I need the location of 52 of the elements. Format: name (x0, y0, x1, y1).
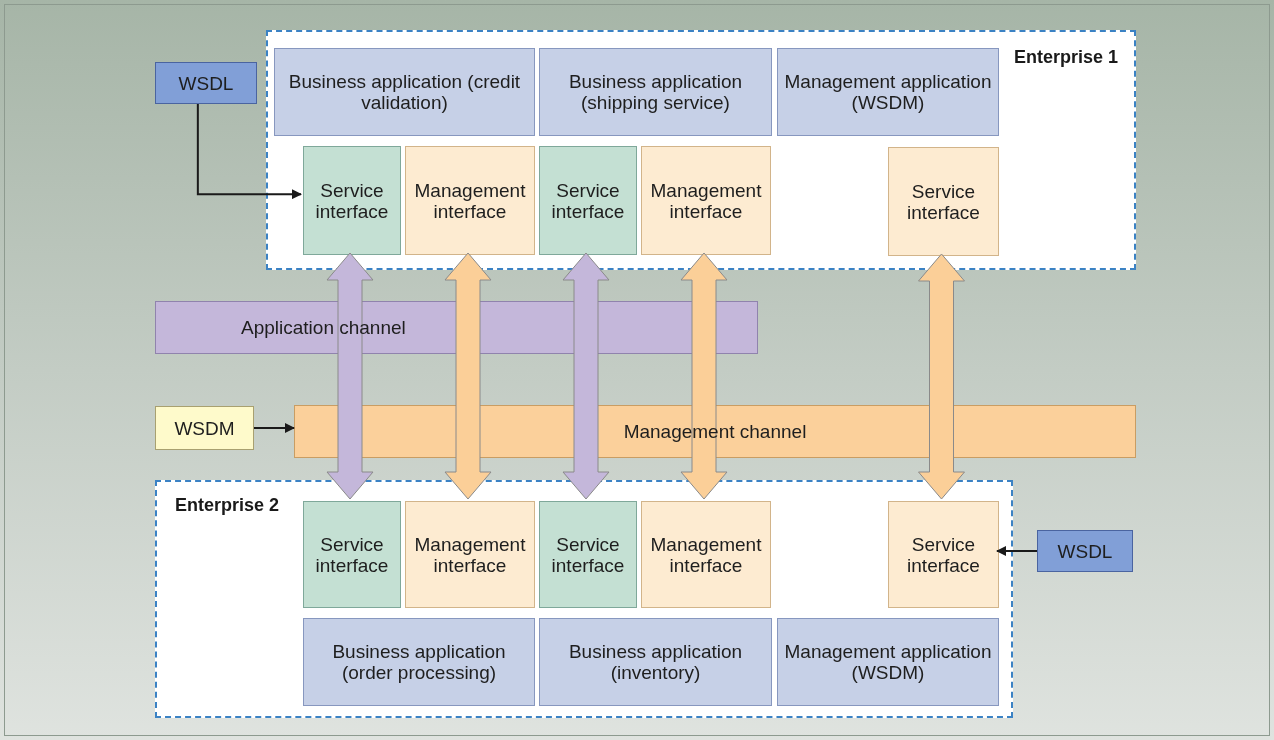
box-label: Service interface (906, 533, 981, 576)
box-label: Management interface (413, 179, 527, 222)
interface-box (888, 501, 999, 608)
box-label: Management interface (649, 533, 763, 576)
box-label: Service interface (314, 179, 390, 222)
box-label: Service interface (906, 180, 981, 223)
application-box (539, 48, 772, 136)
double-arrow (562, 252, 610, 500)
interface-box (539, 146, 637, 255)
channel-label: Management channel (622, 421, 808, 442)
interface-box (888, 147, 999, 256)
box-label: Business application (credit validation) (287, 71, 522, 113)
enterprise-boundary (155, 480, 1013, 718)
box-label: Service interface (550, 533, 626, 576)
box-label: Business application (inventory) (567, 641, 744, 683)
wsdl-box (155, 62, 257, 104)
interface-box (641, 501, 771, 608)
wsdm-box (155, 406, 254, 450)
box-label: Management interface (649, 179, 763, 222)
channel-label: Application channel (240, 317, 407, 338)
application-box (303, 618, 535, 706)
box-label: WSDM (173, 417, 236, 439)
double-arrow (918, 253, 965, 500)
interface-box (405, 501, 535, 608)
box-label: Business application (shipping service) (567, 71, 744, 113)
application-box (777, 48, 999, 136)
box-label: Management interface (413, 533, 527, 576)
arrow (996, 546, 1038, 556)
arrow (253, 423, 295, 433)
application-box (777, 618, 999, 706)
interface-box (303, 146, 401, 255)
box-label: Service interface (550, 179, 626, 222)
box-label: WSDL (1056, 540, 1114, 562)
double-arrow (444, 252, 492, 500)
box-label: WSDL (177, 72, 235, 94)
wsdl-box (1037, 530, 1133, 572)
arrow (196, 103, 302, 200)
double-arrow (680, 252, 728, 500)
interface-box (405, 146, 535, 255)
interface-box (641, 146, 771, 255)
box-label: Management application (WSDM) (783, 71, 993, 113)
box-label: Business application (order processing) (331, 641, 507, 683)
application-box (274, 48, 535, 136)
boundary-label: Enterprise 2 (175, 494, 280, 517)
enterprise-boundary (266, 30, 1136, 270)
box-label: Service interface (314, 533, 390, 576)
interface-box (539, 501, 637, 608)
application-box (539, 618, 772, 706)
box-label: Management application (WSDM) (783, 641, 993, 683)
double-arrow (326, 252, 374, 500)
boundary-label: Enterprise 1 (1013, 46, 1118, 69)
interface-box (303, 501, 401, 608)
